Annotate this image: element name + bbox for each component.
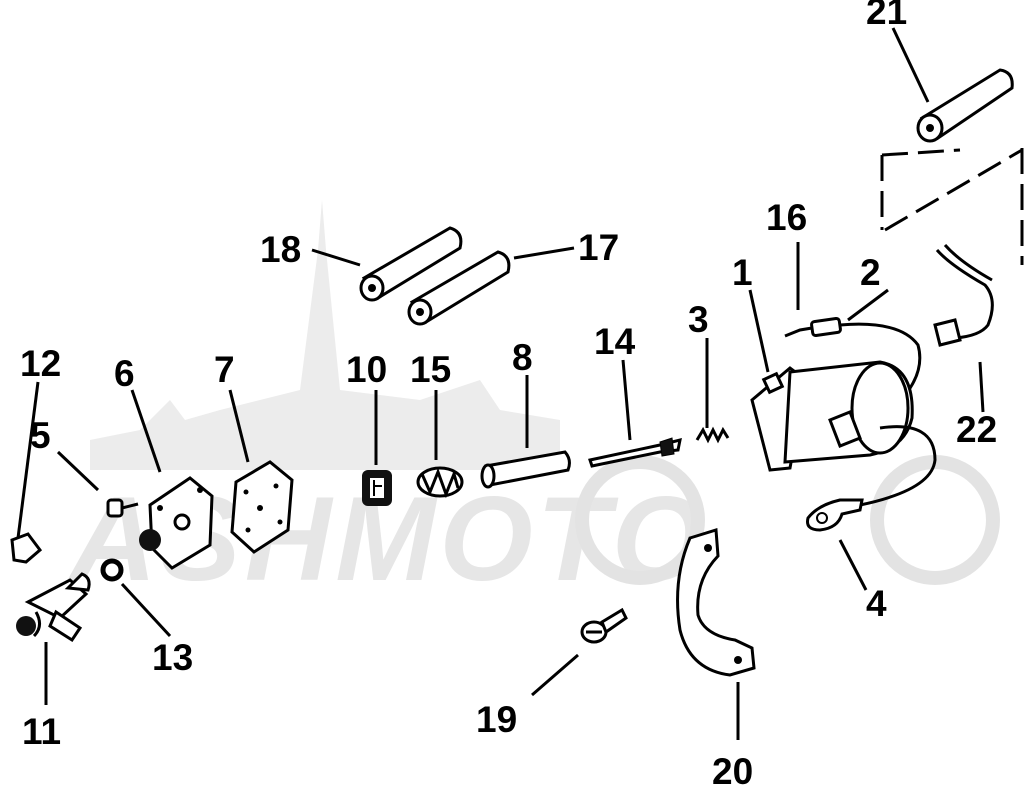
part-6-cover — [139, 476, 214, 570]
callout-21: 21 — [866, 0, 907, 32]
part-12-cap — [10, 532, 43, 564]
leader-lines — [16, 27, 985, 740]
callout-13: 13 — [152, 637, 193, 678]
callout-7: 7 — [214, 349, 235, 390]
callout-15: 15 — [410, 349, 451, 390]
callout-5: 5 — [30, 415, 51, 456]
part-14-needle — [588, 437, 682, 468]
callout-12: 12 — [20, 343, 61, 384]
part-8-plunger — [480, 450, 571, 489]
part-18-tube — [359, 226, 463, 302]
callout-16: 16 — [766, 197, 807, 238]
part-1-solenoid — [750, 360, 937, 507]
callout-3: 3 — [688, 299, 709, 340]
callout-6: 6 — [114, 353, 135, 394]
part-5-screw — [106, 498, 139, 518]
part-19-screw — [580, 607, 628, 644]
part-16-connector — [784, 317, 922, 396]
callout-1: 1 — [732, 252, 753, 293]
part-17-tube — [407, 250, 511, 326]
part-11-fitting — [16, 572, 91, 643]
callout-10: 10 — [346, 349, 387, 390]
callouts: 21 16 2 1 3 22 4 14 8 15 10 17 18 7 6 5 … — [20, 0, 997, 792]
callout-4: 4 — [866, 583, 887, 624]
part-20-clamp — [676, 528, 756, 677]
callout-20: 20 — [712, 751, 753, 792]
callout-11: 11 — [22, 711, 61, 752]
part-10-cap — [362, 470, 392, 506]
callout-14: 14 — [594, 321, 636, 362]
part-13-washer — [100, 558, 124, 582]
callout-22: 22 — [956, 409, 997, 450]
part-4-ring-terminal — [806, 498, 864, 532]
part-22-clip — [933, 244, 994, 347]
callout-2: 2 — [860, 252, 881, 293]
cityscape-watermark — [90, 200, 560, 470]
callout-8: 8 — [512, 337, 533, 378]
part-3-spring — [695, 426, 730, 444]
part-21-tube — [916, 68, 1014, 143]
part-7-diaphragm — [230, 460, 294, 554]
dashed-guide-21 — [880, 148, 1024, 265]
part-15-spring — [416, 466, 464, 499]
callout-19: 19 — [476, 699, 517, 740]
callout-18: 18 — [260, 229, 301, 270]
callout-17: 17 — [578, 227, 619, 268]
